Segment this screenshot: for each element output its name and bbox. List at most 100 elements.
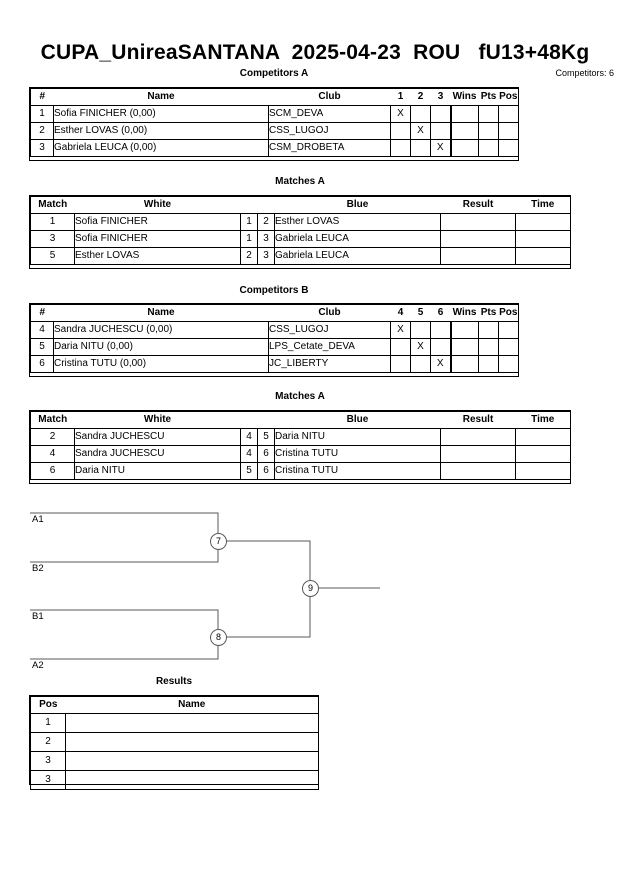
cell-white-no: 5 [240, 462, 258, 480]
col-bnum [257, 411, 275, 429]
cell-pos: 2 [30, 732, 66, 752]
elimination-bracket: A1 B2 B1 A2 7 8 9 [0, 498, 630, 683]
col-p2: 5 [410, 304, 431, 322]
col-blue: Blue [274, 196, 441, 214]
cell-match-1 [390, 122, 411, 140]
cell-wins [449, 139, 479, 157]
cell-wins [449, 321, 479, 339]
cell-name [65, 770, 319, 790]
cell-name [65, 713, 319, 733]
col-num: # [30, 88, 54, 106]
bracket-label-b2: B2 [32, 563, 44, 574]
bracket-line-b2 [30, 547, 219, 563]
cell-club: LPS_Cetate_DEVA [268, 338, 391, 356]
cell-match-3 [430, 122, 451, 140]
cell-pos [498, 338, 519, 356]
cell-club: CSM_DROBETA [268, 139, 391, 157]
cell-club: CSS_LUGOJ [268, 122, 391, 140]
bracket-node-9[interactable]: 9 [302, 580, 319, 597]
cell-result [440, 213, 516, 231]
col-num: # [30, 304, 54, 322]
cell-match-no: 1 [30, 213, 75, 231]
cell-white-no: 4 [240, 445, 258, 463]
cell-pos [498, 122, 519, 140]
cell-time [515, 247, 571, 265]
cell-pos: 3 [30, 770, 66, 790]
cell-name [65, 751, 319, 771]
bracket-node-8[interactable]: 8 [210, 629, 227, 646]
table-row: 1 [30, 713, 319, 733]
cell-pos [498, 321, 519, 339]
cell-pos [498, 105, 519, 123]
bracket-line-7-to-9 [226, 540, 311, 581]
table-header-row: # Name Club 4 5 6 Wins Pts Pos [30, 304, 519, 322]
cell-match-no: 4 [30, 445, 75, 463]
cell-match-3: X [430, 355, 451, 373]
cell-match-2: X [410, 122, 431, 140]
cell-white-no: 2 [240, 247, 258, 265]
col-wins: Wins [450, 88, 479, 106]
cell-pts [478, 105, 499, 123]
cell-match-2 [410, 105, 431, 123]
results-caption: Results [155, 676, 193, 687]
cell-blue-no: 3 [257, 247, 275, 265]
cell-white: Daria NITU [74, 462, 241, 480]
matches-a2-caption: Matches A [275, 391, 325, 402]
cell-time [515, 462, 571, 480]
cell-match-1 [390, 355, 411, 373]
cell-club: CSS_LUGOJ [268, 321, 391, 339]
bracket-line-a1 [30, 512, 219, 534]
col-result: Result [440, 196, 516, 214]
cell-white: Sofia FINICHER [74, 230, 241, 248]
cell-blue: Gabriela LEUCA [274, 230, 441, 248]
cell-num: 1 [30, 105, 54, 123]
bracket-node-7[interactable]: 7 [210, 533, 227, 550]
page-title: CUPA_UnireaSANTANA 2025-04-23 ROU fU13+4… [40, 41, 590, 64]
table-header-row: Pos Name [30, 696, 319, 714]
cell-match-1: X [390, 105, 411, 123]
cell-time [515, 230, 571, 248]
cell-name: Daria NITU (0,00) [53, 338, 269, 356]
col-time: Time [515, 411, 571, 429]
cell-match-1 [390, 338, 411, 356]
competitors-count: Competitors: 6 [555, 68, 614, 78]
col-wnum [240, 411, 258, 429]
cell-white-no: 4 [240, 428, 258, 446]
table-row: 3 [30, 751, 319, 771]
table-row: 2 [30, 732, 319, 752]
col-pts: Pts [478, 88, 499, 106]
cell-result [440, 230, 516, 248]
bracket-label-a1: A1 [32, 514, 44, 525]
col-pos: Pos [498, 88, 519, 106]
competitors-a-caption: Competitors A [239, 68, 309, 79]
cell-match-2 [410, 355, 431, 373]
col-time: Time [515, 196, 571, 214]
col-bnum [257, 196, 275, 214]
cell-pts [478, 321, 499, 339]
col-p2: 2 [410, 88, 431, 106]
cell-match-no: 3 [30, 230, 75, 248]
cell-match-3 [430, 338, 451, 356]
cell-white: Esther LOVAS [74, 247, 241, 265]
col-p1: 1 [390, 88, 411, 106]
cell-result [440, 462, 516, 480]
cell-name: Cristina TUTU (0,00) [53, 355, 269, 373]
table-header-row: Match White Blue Result Time [30, 196, 571, 214]
cell-match-no: 2 [30, 428, 75, 446]
col-club: Club [268, 304, 391, 322]
bracket-label-b1: B1 [32, 611, 44, 622]
cell-match-3: X [430, 139, 451, 157]
cell-wins [449, 105, 479, 123]
cell-result [440, 445, 516, 463]
competitors-b-caption: Competitors B [239, 285, 309, 296]
